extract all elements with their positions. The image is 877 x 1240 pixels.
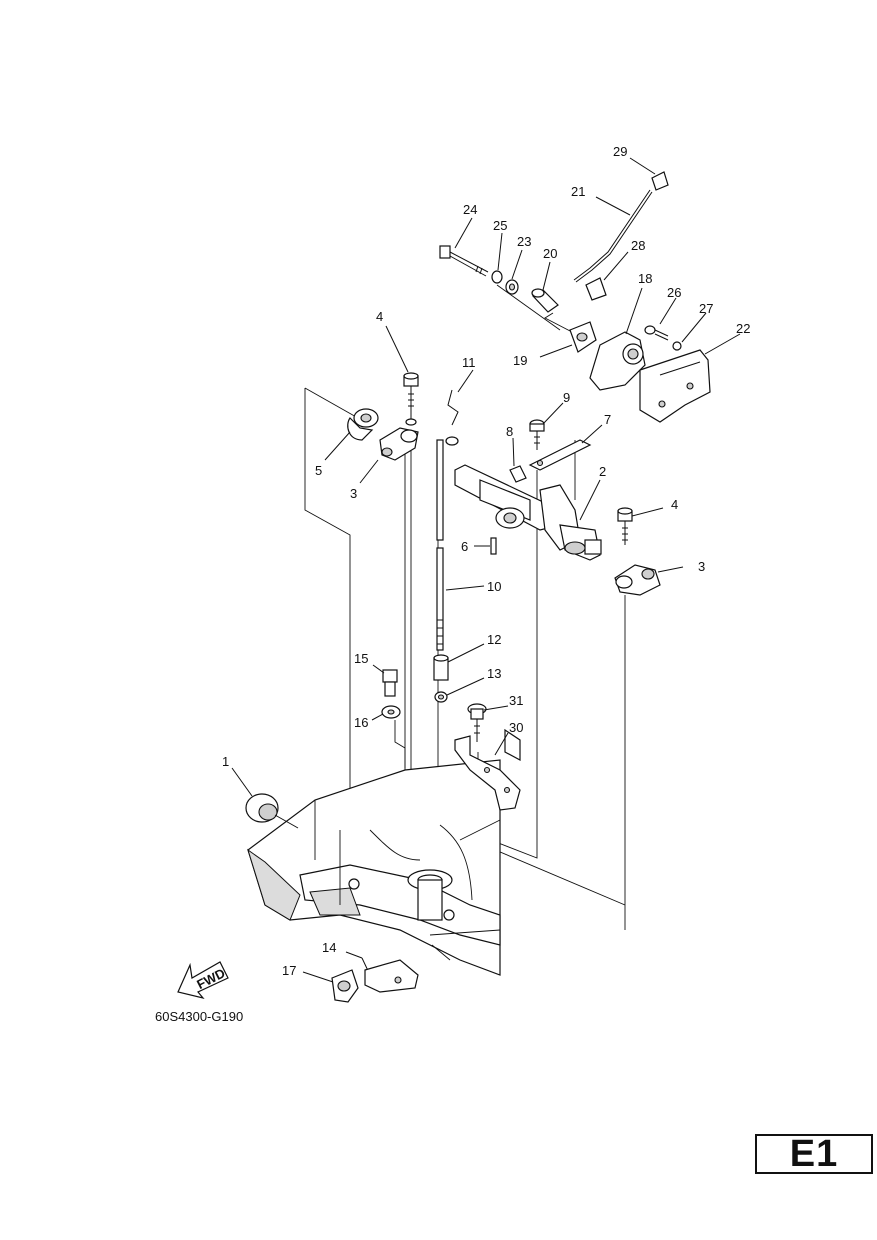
callout-10: 10 bbox=[487, 579, 501, 594]
part-4-bolt-left bbox=[403, 372, 419, 426]
callout-numbers: 1 2 3 3 4 4 5 6 7 8 9 10 11 12 13 14 15 … bbox=[222, 144, 750, 978]
part-10-rod bbox=[436, 436, 459, 651]
part-25-washer bbox=[491, 270, 503, 284]
callout-7: 7 bbox=[604, 412, 611, 427]
part-14-clip bbox=[361, 957, 419, 993]
part-6-pin bbox=[490, 537, 497, 555]
callout-14: 14 bbox=[322, 940, 336, 955]
callout-19: 19 bbox=[513, 353, 527, 368]
part-24-bolt bbox=[439, 245, 489, 277]
part-15-bolt bbox=[382, 669, 398, 697]
part-23-washer bbox=[505, 279, 519, 295]
callout-9: 9 bbox=[563, 390, 570, 405]
callout-29: 29 bbox=[613, 144, 627, 159]
part-11-clip bbox=[447, 389, 459, 426]
callout-1: 1 bbox=[222, 754, 229, 769]
callout-3-left: 3 bbox=[350, 486, 357, 501]
part-4-bolt-right bbox=[617, 507, 633, 545]
part-5-clamp bbox=[347, 408, 379, 441]
drawing-code: 60S4300-G190 bbox=[155, 1009, 243, 1024]
callout-13: 13 bbox=[487, 666, 501, 681]
part-2-shift-shaft bbox=[454, 464, 602, 561]
callout-3-right: 3 bbox=[698, 559, 705, 574]
part-31-bolt bbox=[467, 703, 487, 742]
callout-4-right: 4 bbox=[671, 497, 678, 512]
callout-22: 22 bbox=[736, 321, 750, 336]
part-7-plate bbox=[528, 439, 592, 471]
part-3-joint-left bbox=[379, 427, 419, 461]
part-20-collar bbox=[531, 288, 559, 313]
callout-23: 23 bbox=[517, 234, 531, 249]
part-13-nut bbox=[434, 691, 448, 703]
callout-28: 28 bbox=[631, 238, 645, 253]
fwd-direction-arrow: FWD bbox=[177, 961, 229, 1000]
callout-11: 11 bbox=[462, 355, 476, 370]
callout-leaders bbox=[231, 157, 741, 983]
page-tag-label: E1 bbox=[789, 1133, 839, 1175]
part-3-joint-right bbox=[614, 564, 661, 596]
callout-8: 8 bbox=[506, 424, 513, 439]
part-8-clip bbox=[509, 465, 527, 483]
callout-30: 30 bbox=[509, 720, 523, 735]
part-30-bracket bbox=[454, 728, 521, 811]
callout-21: 21 bbox=[571, 184, 585, 199]
part-17-clamp bbox=[331, 969, 359, 1003]
part-22-bracket bbox=[639, 349, 711, 423]
callout-2: 2 bbox=[599, 464, 606, 479]
part-16-washer bbox=[381, 705, 401, 719]
part-18-arm bbox=[589, 331, 646, 391]
page-tag-box: E1 bbox=[755, 1134, 873, 1174]
part-27-washer bbox=[672, 341, 682, 351]
part-12-connector bbox=[433, 654, 449, 681]
fwd-label: FWD bbox=[194, 965, 227, 992]
callout-18: 18 bbox=[638, 271, 652, 286]
callout-25: 25 bbox=[493, 218, 507, 233]
part-19-lever bbox=[569, 321, 597, 353]
callout-12: 12 bbox=[487, 632, 501, 647]
callout-27: 27 bbox=[699, 301, 713, 316]
part-26-screw bbox=[644, 325, 669, 341]
part-21-link-rod bbox=[573, 189, 653, 283]
callout-6: 6 bbox=[461, 539, 468, 554]
callout-16: 16 bbox=[354, 715, 368, 730]
callout-20: 20 bbox=[543, 246, 557, 261]
callout-15: 15 bbox=[354, 651, 368, 666]
callout-17: 17 bbox=[282, 963, 296, 978]
callout-26: 26 bbox=[667, 285, 681, 300]
lower-cowling bbox=[247, 759, 501, 976]
callout-5: 5 bbox=[315, 463, 322, 478]
callout-4-left: 4 bbox=[376, 309, 383, 324]
callout-24: 24 bbox=[463, 202, 477, 217]
part-9-screw bbox=[529, 419, 545, 450]
part-29-cap bbox=[651, 171, 669, 191]
callout-31: 31 bbox=[509, 693, 523, 708]
part-1-grommet bbox=[245, 793, 299, 829]
part-28-joint bbox=[585, 277, 607, 301]
